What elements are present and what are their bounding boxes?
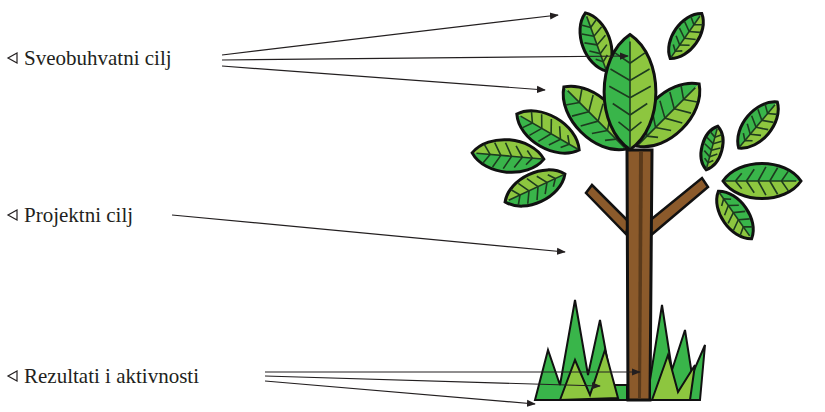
leader-arrow (172, 15, 640, 404)
tree-leaves (471, 6, 801, 246)
callout-label: Sveobuhvatni cilj (24, 46, 172, 70)
callout-label: Rezultati i aktivnosti (24, 364, 199, 388)
pointer-symbol (8, 53, 17, 381)
callout-label: Projektni cilj (24, 203, 133, 227)
